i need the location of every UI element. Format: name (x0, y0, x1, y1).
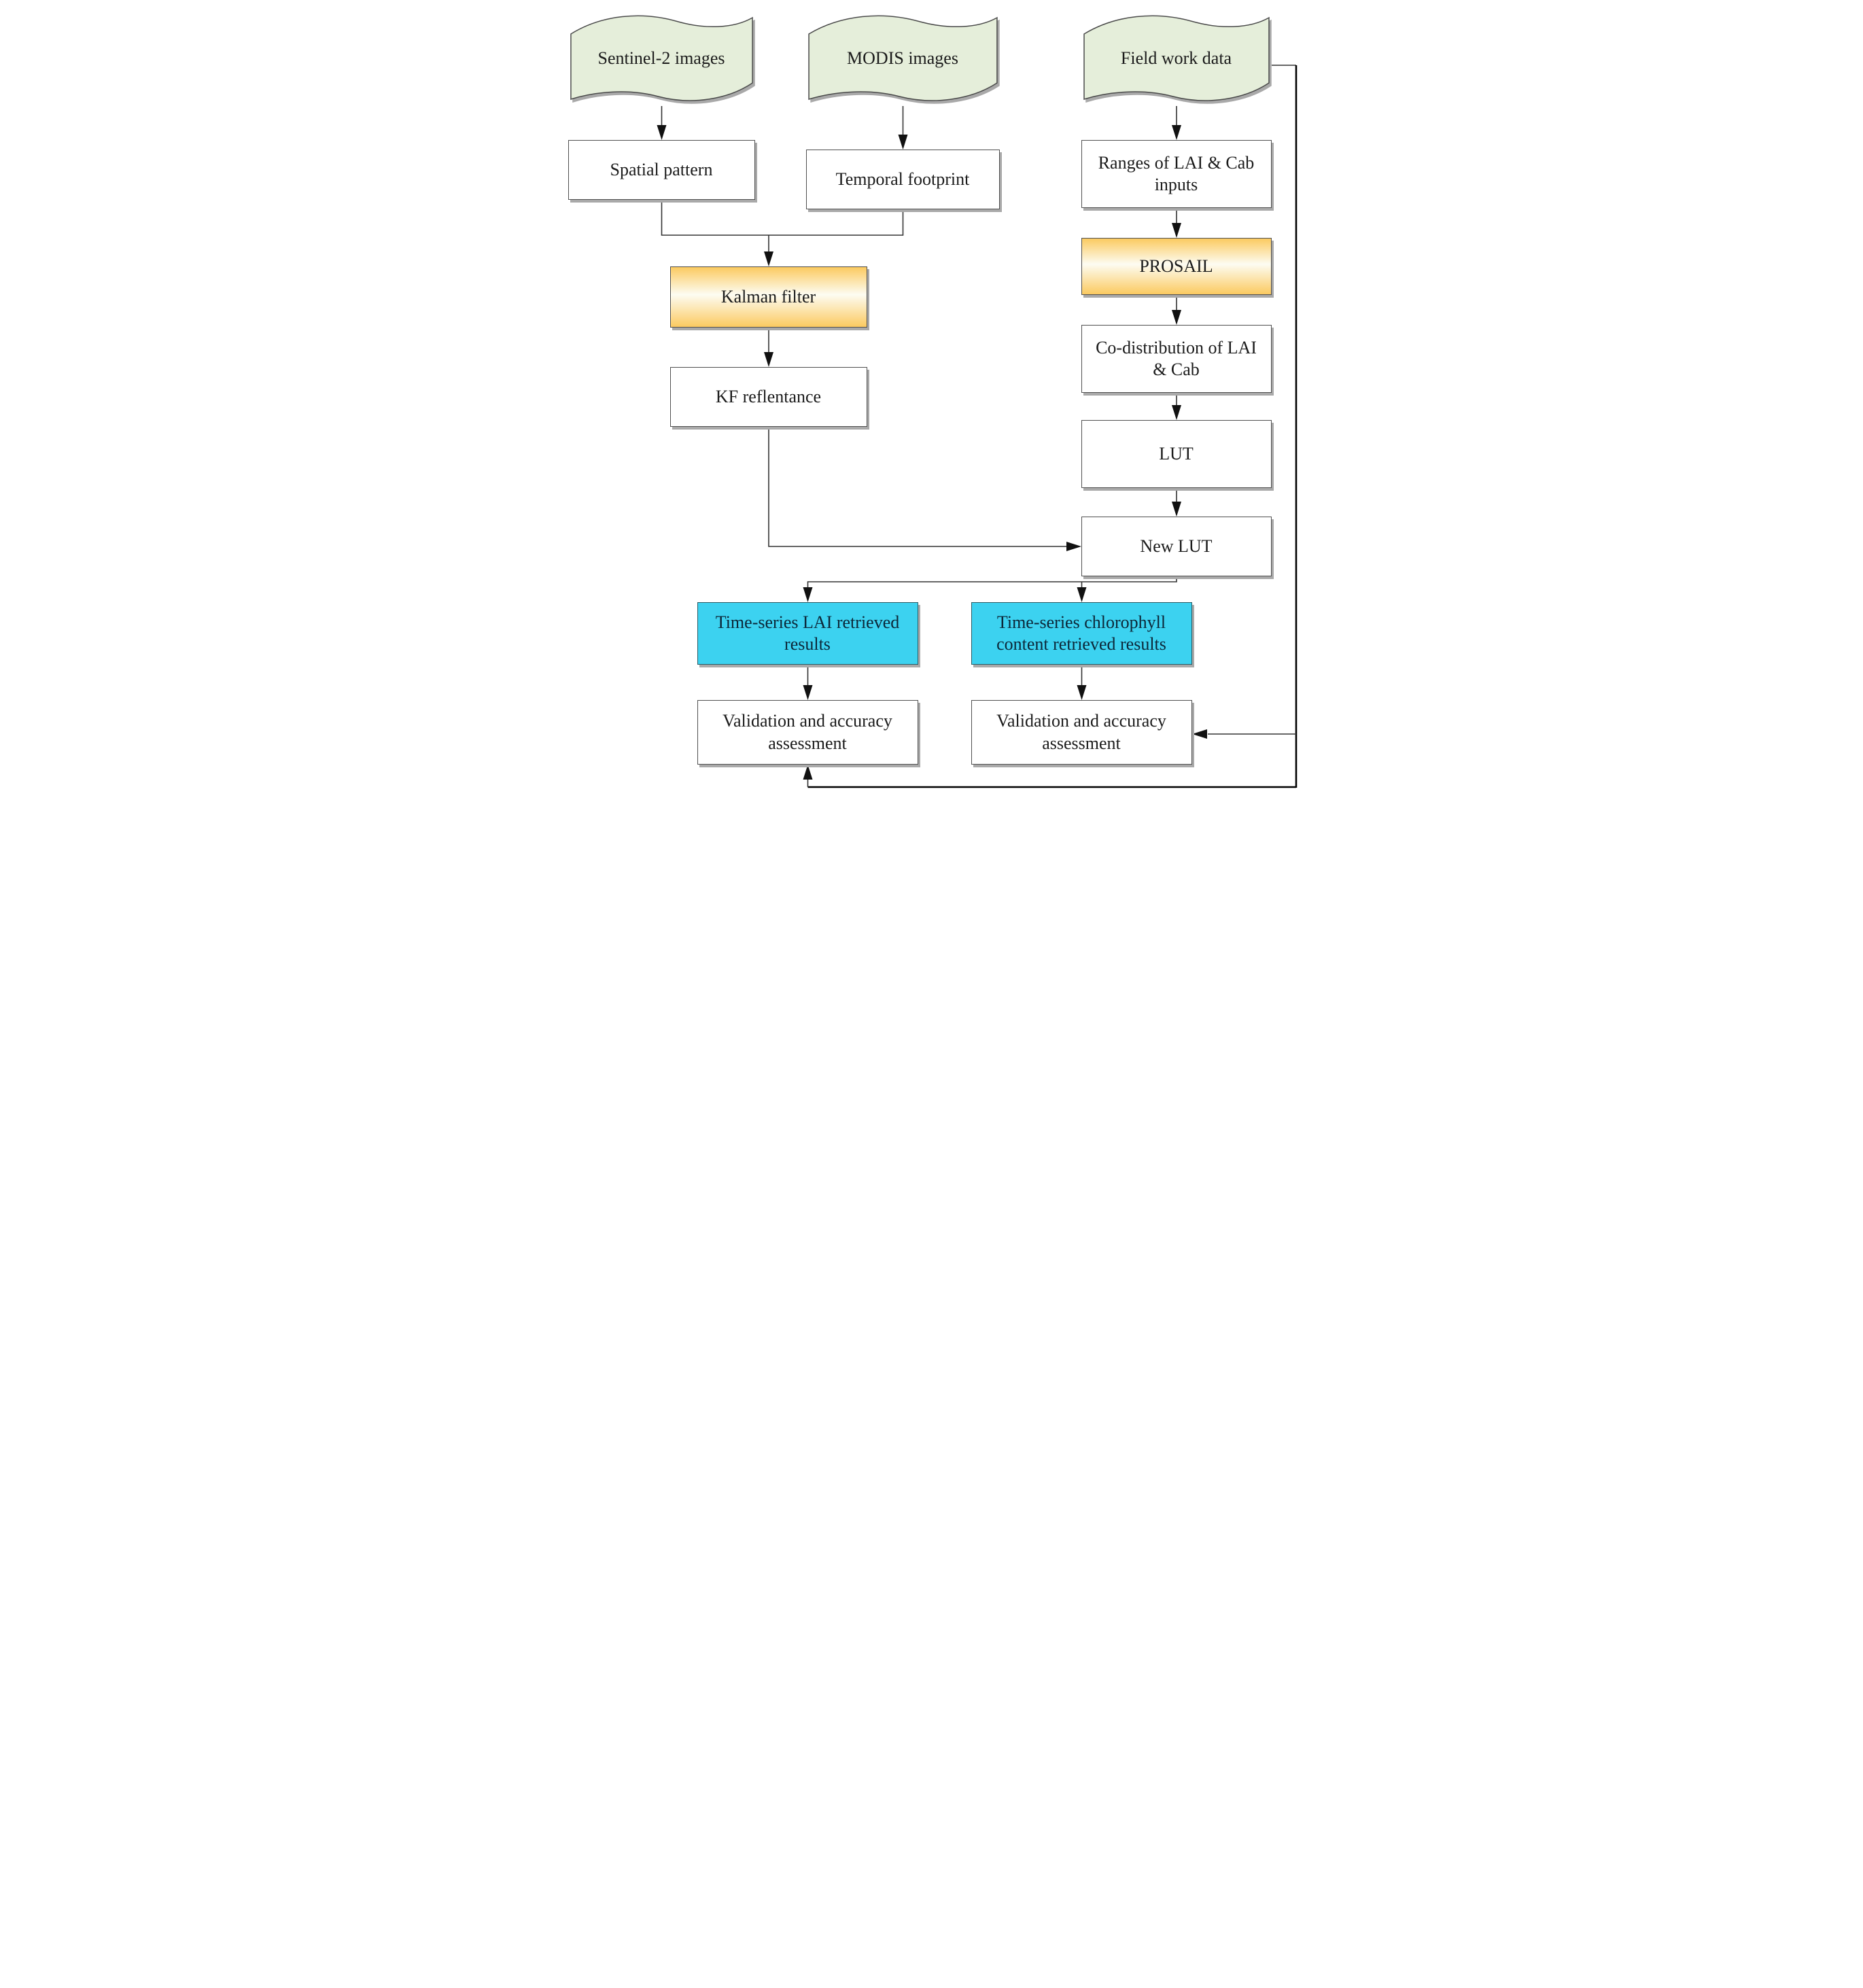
connector-prosail-to-codistribution (1171, 295, 1181, 325)
document-shape (1083, 15, 1270, 101)
connector-newlut-split-to-results (803, 576, 1177, 602)
node-new-lut: New LUT (1081, 517, 1272, 576)
node-label: KF reflentance (715, 386, 822, 406)
connector-feedback-to-validation-chl (1191, 729, 1296, 739)
connector-fieldwork-feedback-line (1271, 65, 1297, 788)
node-label: Time-series LAI retrieved results (715, 612, 900, 655)
node-label: Ranges of LAI & Cab inputs (1098, 152, 1255, 195)
connector-kf-to-newlut (767, 427, 1081, 551)
document-shape (807, 15, 998, 101)
connector-sentinel2-to-spatial (657, 106, 666, 140)
node-ranges-of-lai-cab-inputs: Ranges of LAI & Cab inputs (1081, 140, 1272, 208)
connector-kalman-to-kf (763, 328, 773, 367)
node-temporal-footprint: Temporal footprint (805, 150, 1000, 209)
node-label: Temporal footprint (835, 169, 970, 189)
node-spatial-pattern: Spatial pattern (568, 140, 755, 200)
node-time-series-chlorophyll-results: Time-series chlorophyll content retrieve… (971, 602, 1192, 665)
node-prosail: PROSAIL (1081, 238, 1272, 295)
node-kf-reflectance: KF reflentance (669, 367, 867, 427)
node-label: LUT (1159, 443, 1194, 464)
connector-lut-to-newlut (1171, 488, 1181, 517)
connector-chl-results-to-validation (1077, 665, 1086, 700)
node-co-distribution-of-lai-cab: Co-distribution of LAI & Cab (1081, 325, 1272, 393)
connector-lai-results-to-validation (803, 665, 812, 700)
connector-modis-to-temporal (898, 106, 907, 150)
node-label: New LUT (1140, 536, 1213, 556)
node-modis-images: MODIS images (806, 11, 1000, 106)
node-validation-accuracy-chl: Validation and accuracy assessment (971, 700, 1192, 765)
node-field-work-data: Field work data (1081, 11, 1272, 106)
node-label: MODIS images (847, 48, 958, 68)
node-kalman-filter: Kalman filter (669, 266, 867, 328)
node-label: Co-distribution of LAI & Cab (1096, 337, 1257, 380)
connector-feedback-to-validation-lai (803, 765, 1296, 788)
node-validation-accuracy-lai: Validation and accuracy assessment (697, 700, 918, 765)
node-label: Field work data (1120, 48, 1232, 68)
connector-fieldwork-to-ranges (1171, 106, 1181, 140)
connector-merge-to-kalman (661, 200, 903, 266)
node-label: Validation and accuracy assessment (996, 711, 1166, 753)
node-label: PROSAIL (1139, 256, 1213, 276)
document-shape (570, 15, 753, 101)
connector-codistribution-to-lut (1171, 393, 1181, 420)
connector-ranges-to-prosail (1171, 208, 1181, 238)
node-time-series-lai-results: Time-series LAI retrieved results (697, 602, 918, 665)
node-label: Validation and accuracy assessment (722, 711, 892, 753)
node-label: Time-series chlorophyll content retrieve… (996, 612, 1166, 655)
node-label: Sentinel-2 images (597, 48, 725, 68)
flowchart-canvas: Sentinel-2 images MODIS images Field wor… (557, 5, 1306, 807)
node-label: Spatial pattern (610, 159, 713, 179)
node-sentinel2-images: Sentinel-2 images (568, 11, 755, 106)
node-label: Kalman filter (720, 286, 816, 307)
node-lut: LUT (1081, 420, 1272, 488)
